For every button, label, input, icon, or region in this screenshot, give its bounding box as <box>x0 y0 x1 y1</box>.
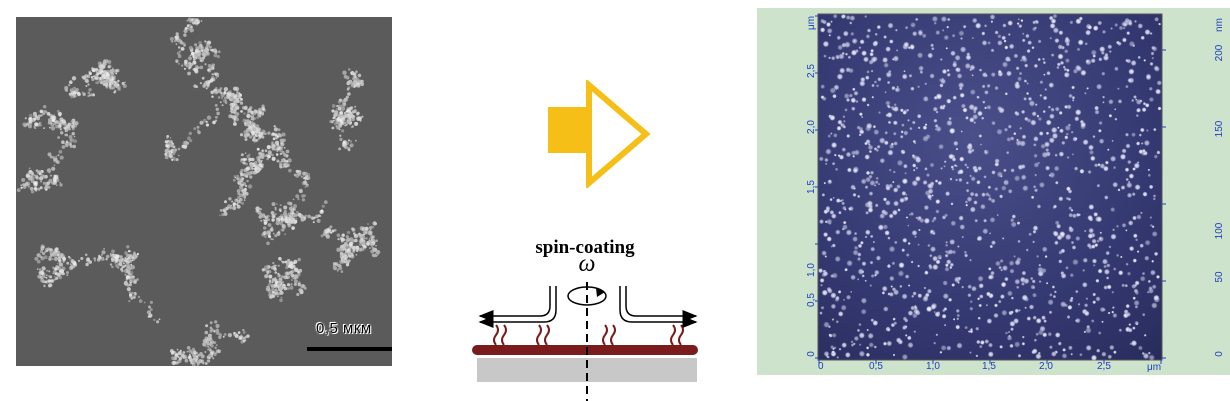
x-tick-label: 2,5 <box>1097 361 1111 372</box>
x-tick-label: 1,5 <box>982 361 996 372</box>
process-arrow-icon <box>548 80 651 188</box>
afm-image-panel: 0 0,5 1,0 1,5 2,0 2,5 μm 0 0,5 1,0 1,5 2… <box>757 8 1230 375</box>
x-unit-label: μm <box>1147 362 1162 373</box>
sem-scale-bar <box>307 347 392 351</box>
sem-texture <box>16 17 381 366</box>
x-tick-label: 0 <box>818 361 824 372</box>
spin-coating-label: spin-coating <box>535 237 635 258</box>
z-tick-label: 50 <box>1214 271 1225 283</box>
y-unit-label: μm <box>806 15 817 31</box>
z-unit-label: nm <box>1214 18 1225 32</box>
sem-micrograph: 0,5 мкм <box>16 17 392 366</box>
omega-label: ω <box>578 251 596 277</box>
sem-scale-label: 0,5 мкм <box>316 320 372 337</box>
y-tick-label: 2,0 <box>806 120 817 134</box>
y-tick-label: 0 <box>806 351 817 357</box>
y-tick-label: 1,5 <box>806 180 817 194</box>
y-tick-label: 0,5 <box>806 293 817 307</box>
solvent-waves <box>493 324 684 346</box>
spin-coating-diagram <box>472 282 698 401</box>
z-tick-label: 200 <box>1214 44 1225 62</box>
y-tick-label: 1,0 <box>806 263 817 277</box>
y-tick-label: 2,5 <box>806 64 817 78</box>
x-tick-label: 0,5 <box>869 361 883 372</box>
afm-topography <box>815 13 1166 364</box>
z-tick-label: 150 <box>1214 120 1225 138</box>
z-tick-label: 0 <box>1214 351 1225 357</box>
x-tick-label: 2,0 <box>1039 361 1053 372</box>
x-tick-label: 1,0 <box>926 361 940 372</box>
z-tick-label: 100 <box>1214 222 1225 240</box>
coating-film <box>472 345 698 355</box>
